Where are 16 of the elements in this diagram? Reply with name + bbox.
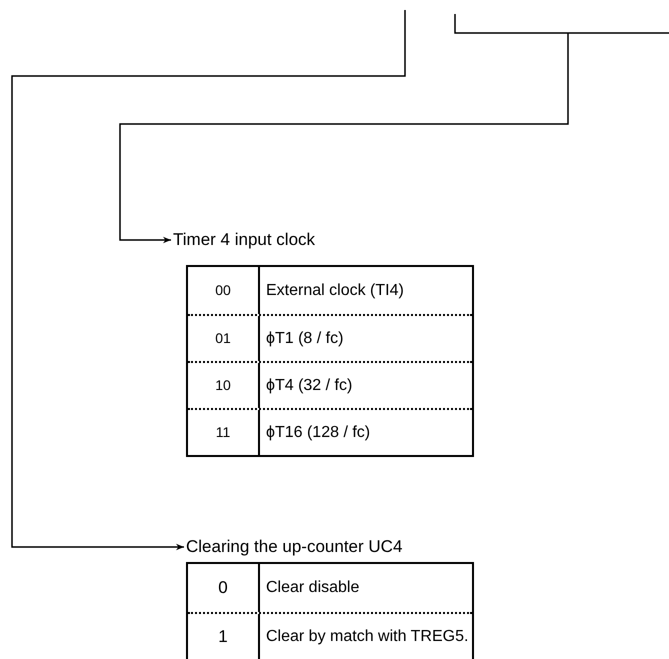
code-value: 1 <box>218 626 228 648</box>
setting-description: ϕT1 (8 / fc) <box>266 328 344 348</box>
connector-arrow <box>11 10 406 550</box>
heading-label: Timer 4 input clock <box>173 227 316 253</box>
setting-description: External clock (TI4) <box>266 280 404 300</box>
heading-label: Clearing the up-counter UC4 <box>186 534 402 560</box>
setting-description: ϕT16 (128 / fc) <box>266 422 370 442</box>
connector-arrow <box>119 13 669 244</box>
code-value: 11 <box>216 423 230 442</box>
code-value: 0 <box>218 577 228 600</box>
setting-description: ϕT4 (32 / fc) <box>266 376 352 396</box>
code-value: 01 <box>215 329 231 348</box>
code-value: 00 <box>215 281 231 300</box>
setting-description: Clear disable <box>266 578 360 598</box>
code-value: 10 <box>215 376 231 395</box>
setting-description: Clear by match with TREG5. <box>266 627 468 647</box>
